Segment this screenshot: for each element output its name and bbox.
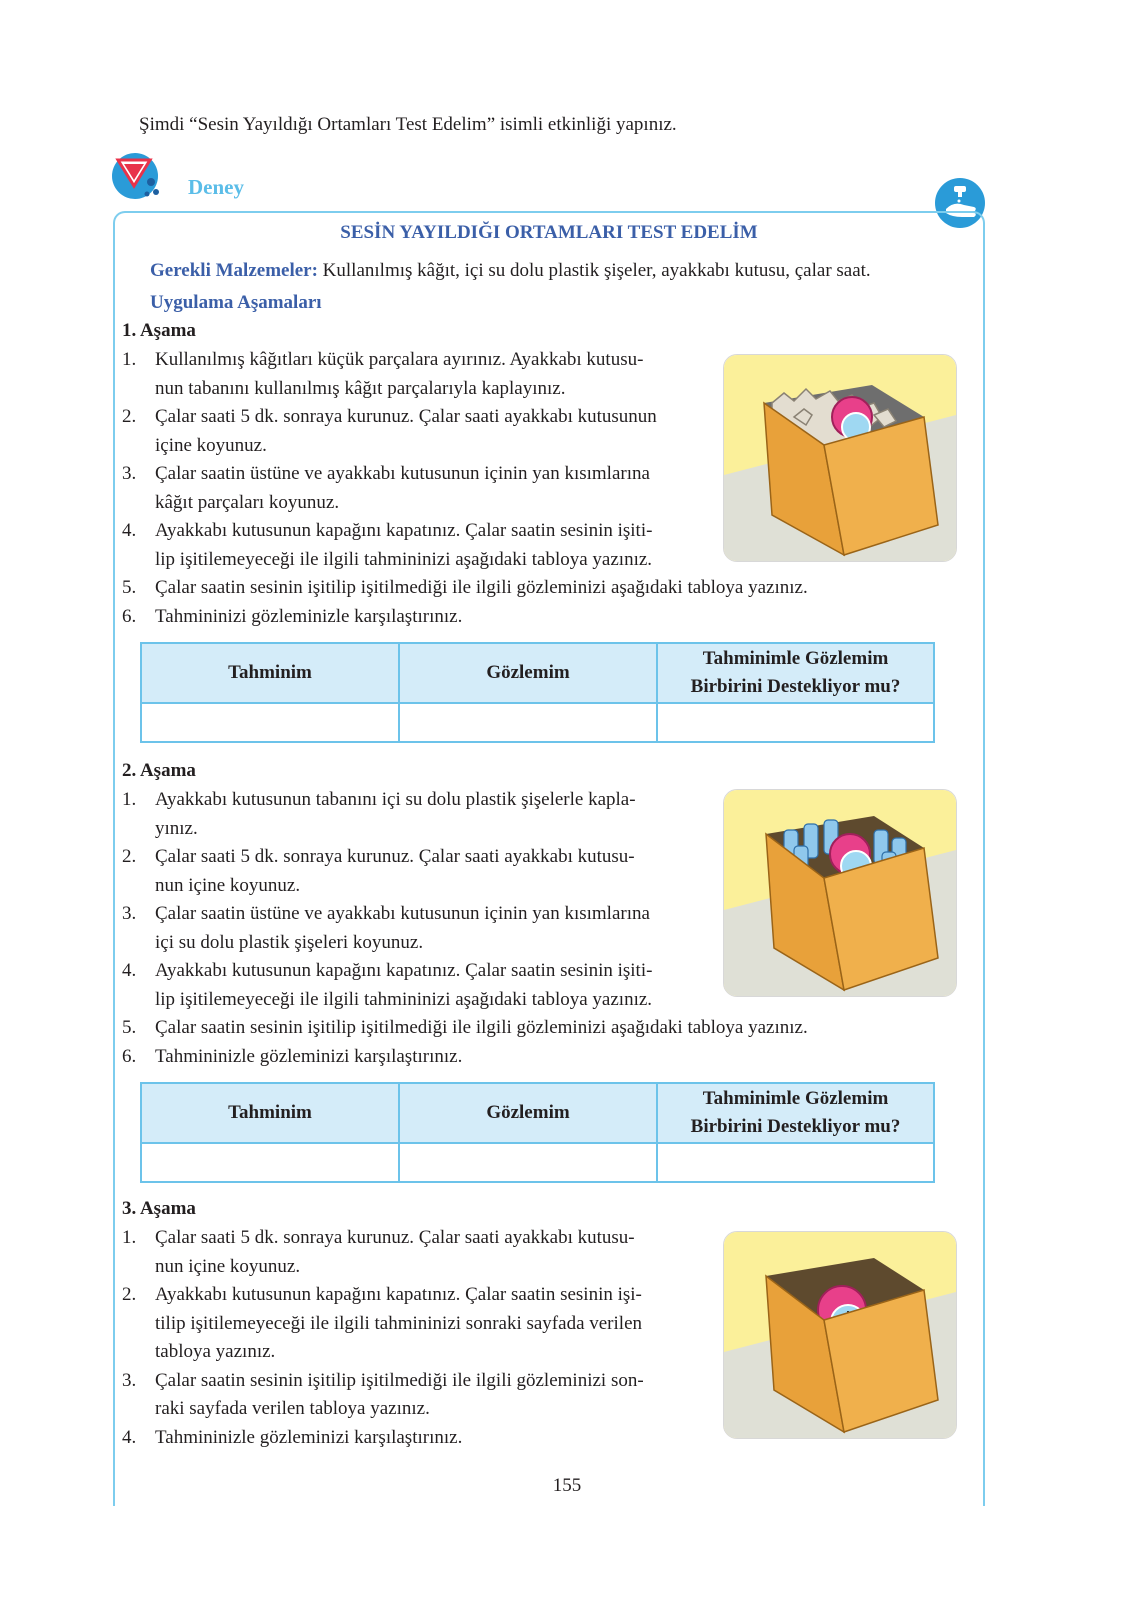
step-text-line: Kullanılmış kâğıtları küçük parçalara ay… (155, 349, 644, 370)
step-number: 2. (122, 1284, 137, 1305)
stage2-steps: 1. Ayakkabı kutusunun tabanını içi su dol… (122, 786, 808, 1071)
step-item: 2. Ayakkabı kutusunun kapağını kapatınız.… (122, 1281, 644, 1367)
stage3-heading: 3. Aşama (122, 1198, 196, 1219)
box-with-clock-illustration (723, 1231, 957, 1439)
box-with-bottles-illustration (723, 789, 957, 997)
table-header-gozlemim: Gözlemim (398, 1082, 658, 1144)
table-cell-destek[interactable] (656, 702, 935, 743)
step-item: 3. Çalar saatin sesinin işitilip işitilme… (122, 1367, 644, 1424)
table-header-destek-line2: Birbirini Destekliyor mu? (690, 1116, 901, 1137)
step-number: 2. (122, 406, 137, 427)
hand-washing-icon (934, 177, 986, 229)
step-number: 1. (122, 1227, 137, 1248)
page-number: 155 (552, 1475, 582, 1496)
step-text-line: kâğıt parçaları koyunuz. (155, 491, 340, 513)
table-cell-destek[interactable] (656, 1142, 935, 1183)
step-item: 2. Çalar saati 5 dk. sonraya kurunuz. Çal… (122, 403, 808, 460)
table-cell-tahminim[interactable] (140, 1142, 400, 1183)
table-header-destek-line1: Tahminimle Gözlemim (702, 648, 889, 669)
step-number: 2. (122, 846, 137, 867)
step-item: 1. Ayakkabı kutusunun tabanını içi su dol… (122, 786, 808, 843)
step-text-line: Tahmininizi gözleminizle karşılaştırınız… (155, 605, 463, 627)
materials-text: Kullanılmış kâğıt, içi su dolu plastik ş… (317, 260, 871, 281)
step-text-line: içine koyunuz. (155, 434, 267, 456)
step-item: 6. Tahmininizi gözleminizle karşılaştırın… (122, 603, 808, 632)
step-item: 1. Çalar saati 5 dk. sonraya kurunuz. Çal… (122, 1224, 644, 1281)
stage3-steps: 1. Çalar saati 5 dk. sonraya kurunuz. Çal… (122, 1224, 644, 1452)
step-text-line: tabloya yazınız. (155, 1341, 276, 1362)
step-text-line: Çalar saatin sesinin işitilip işitilmedi… (155, 1017, 808, 1038)
step-item: 3. Çalar saatin üstüne ve ayakkabı kutusu… (122, 460, 808, 517)
step-text-line: Tahmininizle gözleminizi karşılaştırınız… (155, 1426, 463, 1448)
step-number: 5. (122, 1017, 137, 1038)
step-text-line: nun içine koyunuz. (155, 874, 301, 896)
step-number: 4. (122, 1426, 137, 1448)
step-text-line: lip işitilemeyeceği ile ilgili tahminini… (155, 988, 653, 1010)
intro-text: Şimdi “Sesin Yayıldığı Ortamları Test Ed… (139, 114, 677, 135)
step-item: 5. Çalar saatin sesinin işitilip işitilme… (122, 1014, 808, 1043)
box-with-paper-illustration (723, 354, 957, 562)
step-text-line: raki sayfada verilen tabloya yazınız. (155, 1398, 430, 1419)
step-number: 6. (122, 1045, 137, 1067)
step-text-line: Çalar saati 5 dk. sonraya kurunuz. Çalar… (155, 406, 657, 427)
step-item: 1. Kullanılmış kâğıtları küçük parçalara … (122, 346, 808, 403)
step-number: 5. (122, 577, 137, 598)
table-header-destek-line2: Birbirini Destekliyor mu? (690, 676, 901, 697)
step-text-line: Çalar saati 5 dk. sonraya kurunuz. Çalar… (155, 1227, 635, 1248)
materials-label: Gerekli Malzemeler: (150, 260, 318, 281)
step-number: 3. (122, 1369, 137, 1391)
step-item: 4. Ayakkabı kutusunun kapağını kapatınız.… (122, 957, 808, 1014)
step-number: 4. (122, 960, 137, 981)
step-number: 4. (122, 520, 137, 541)
step-text-line: Ayakkabı kutusunun kapağını kapatınız. Ç… (155, 960, 653, 981)
step-number: 3. (122, 463, 137, 484)
step-text-line: tilip işitilemeyeceği ile ilgili tahmini… (155, 1312, 643, 1334)
stage1-heading: 1. Aşama (122, 320, 196, 341)
table-cell-gozlemim[interactable] (398, 702, 658, 743)
stage2-heading: 2. Aşama (122, 760, 196, 781)
experiment-frame (113, 211, 985, 1506)
step-text-line: içi su dolu plastik şişeleri koyunuz. (155, 931, 424, 953)
step-text-line: Çalar saatin üstüne ve ayakkabı kutusunu… (155, 463, 650, 484)
step-text-line: nun tabanını kullanılmış kâğıt parçaları… (155, 377, 566, 399)
table-header-tahminim: Tahminim (140, 642, 400, 704)
table-header-gozlemim: Gözlemim (398, 642, 658, 704)
step-text-line: nun içine koyunuz. (155, 1255, 301, 1277)
stage1-steps: 1. Kullanılmış kâğıtları küçük parçalara … (122, 346, 808, 631)
step-item: 6. Tahmininizle gözleminizi karşılaştırın… (122, 1043, 808, 1072)
step-item: 4. Ayakkabı kutusunun kapağını kapatınız.… (122, 517, 808, 574)
step-text-line: Çalar saatin üstüne ve ayakkabı kutusunu… (155, 903, 650, 924)
step-text-line: Ayakkabı kutusunun kapağını kapatınız. Ç… (155, 1284, 642, 1305)
steps-heading: Uygulama Aşamaları (150, 292, 322, 313)
step-text-line: Ayakkabı kutusunun kapağını kapatınız. Ç… (155, 520, 653, 541)
step-text-line: lip işitilemeyeceği ile ilgili tahminini… (155, 548, 653, 570)
deney-label: Deney (188, 175, 244, 199)
step-item: 3. Çalar saatin üstüne ve ayakkabı kutusu… (122, 900, 808, 957)
table-header-destek-line1: Tahminimle Gözlemim (702, 1088, 889, 1109)
step-text-line: Tahmininizle gözleminizi karşılaştırınız… (155, 1045, 463, 1067)
table-cell-tahminim[interactable] (140, 702, 400, 743)
step-number: 1. (122, 349, 137, 370)
step-text-line: yınız. (155, 817, 198, 839)
table-header-tahminim: Tahminim (140, 1082, 400, 1144)
step-number: 1. (122, 789, 137, 810)
step-text-line: Çalar saatin sesinin işitilip işitilmedi… (155, 1369, 644, 1391)
step-item: 5. Çalar saatin sesinin işitilip işitilme… (122, 574, 808, 603)
step-item: 4. Tahmininizle gözleminizi karşılaştırın… (122, 1424, 644, 1453)
table-cell-gozlemim[interactable] (398, 1142, 658, 1183)
experiment-title: SESİN YAYILDIĞI ORTAMLARI TEST EDELİM (340, 222, 758, 243)
step-number: 6. (122, 605, 137, 627)
materials-line: Gerekli Malzemeler: Kullanılmış kâğıt, i… (150, 260, 871, 282)
step-number: 3. (122, 903, 137, 924)
step-text-line: Çalar saati 5 dk. sonraya kurunuz. Çalar… (155, 846, 635, 867)
step-item: 2. Çalar saati 5 dk. sonraya kurunuz. Çal… (122, 843, 808, 900)
step-text-line: Ayakkabı kutusunun tabanını içi su dolu … (155, 789, 636, 810)
experiment-icon (110, 152, 168, 202)
step-text-line: Çalar saatin sesinin işitilip işitilmedi… (155, 577, 808, 598)
